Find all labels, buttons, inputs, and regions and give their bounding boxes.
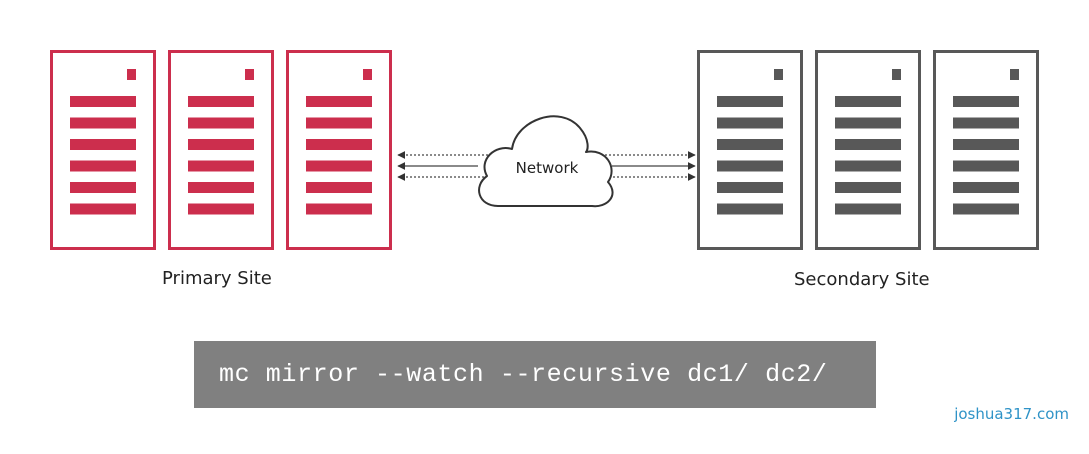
secondary-server-3	[933, 50, 1039, 250]
server-drive-slot	[717, 96, 783, 107]
server-drive-slot	[306, 117, 372, 129]
server-drive-slot	[835, 117, 901, 129]
network-cloud-icon: Network	[478, 115, 614, 208]
server-drive-slot	[953, 117, 1019, 129]
server-drive-slot	[835, 160, 901, 172]
server-drive-slot	[953, 160, 1019, 172]
server-drive-slot	[188, 139, 254, 150]
server-drive-slot	[717, 139, 783, 150]
server-drive-slot	[306, 139, 372, 150]
server-drive-slot	[306, 160, 372, 172]
server-drive-slot	[188, 117, 254, 129]
secondary-site-label: Secondary Site	[794, 269, 930, 290]
server-drive-slot	[717, 117, 783, 129]
server-status-light	[127, 69, 136, 80]
secondary-server-1	[697, 50, 803, 250]
server-drive-slot	[953, 203, 1019, 215]
primary-site-servers	[50, 50, 392, 250]
server-drive-slot	[70, 96, 136, 107]
server-drive-slot	[306, 182, 372, 193]
watermark-text: joshua317.com	[954, 405, 1069, 423]
primary-server-2	[168, 50, 274, 250]
server-drive-slot	[835, 203, 901, 215]
server-drive-slot	[835, 96, 901, 107]
server-drive-slot	[717, 182, 783, 193]
server-drive-slot	[188, 96, 254, 107]
server-drive-slot	[953, 182, 1019, 193]
network-label: Network	[516, 159, 579, 177]
server-drive-slot	[70, 203, 136, 215]
secondary-site-servers	[697, 50, 1039, 250]
server-status-light	[1010, 69, 1019, 80]
server-drive-slot	[188, 182, 254, 193]
network-connections	[397, 151, 696, 181]
server-drive-slot	[717, 160, 783, 172]
server-drive-slot	[306, 96, 372, 107]
server-status-light	[363, 69, 372, 80]
server-drive-slot	[953, 139, 1019, 150]
primary-site-label: Primary Site	[162, 268, 272, 289]
command-text: mc mirror --watch --recursive dc1/ dc2/	[219, 360, 828, 389]
server-status-light	[774, 69, 783, 80]
server-drive-slot	[70, 182, 136, 193]
server-status-light	[892, 69, 901, 80]
server-drive-slot	[835, 139, 901, 150]
primary-server-3	[286, 50, 392, 250]
server-drive-slot	[835, 182, 901, 193]
secondary-server-2	[815, 50, 921, 250]
server-drive-slot	[188, 203, 254, 215]
server-drive-slot	[70, 160, 136, 172]
server-drive-slot	[70, 139, 136, 150]
server-drive-slot	[717, 203, 783, 215]
command-box: mc mirror --watch --recursive dc1/ dc2/	[194, 341, 876, 408]
server-drive-slot	[70, 117, 136, 129]
server-status-light	[245, 69, 254, 80]
server-drive-slot	[953, 96, 1019, 107]
primary-server-1	[50, 50, 156, 250]
server-drive-slot	[188, 160, 254, 172]
server-drive-slot	[306, 203, 372, 215]
